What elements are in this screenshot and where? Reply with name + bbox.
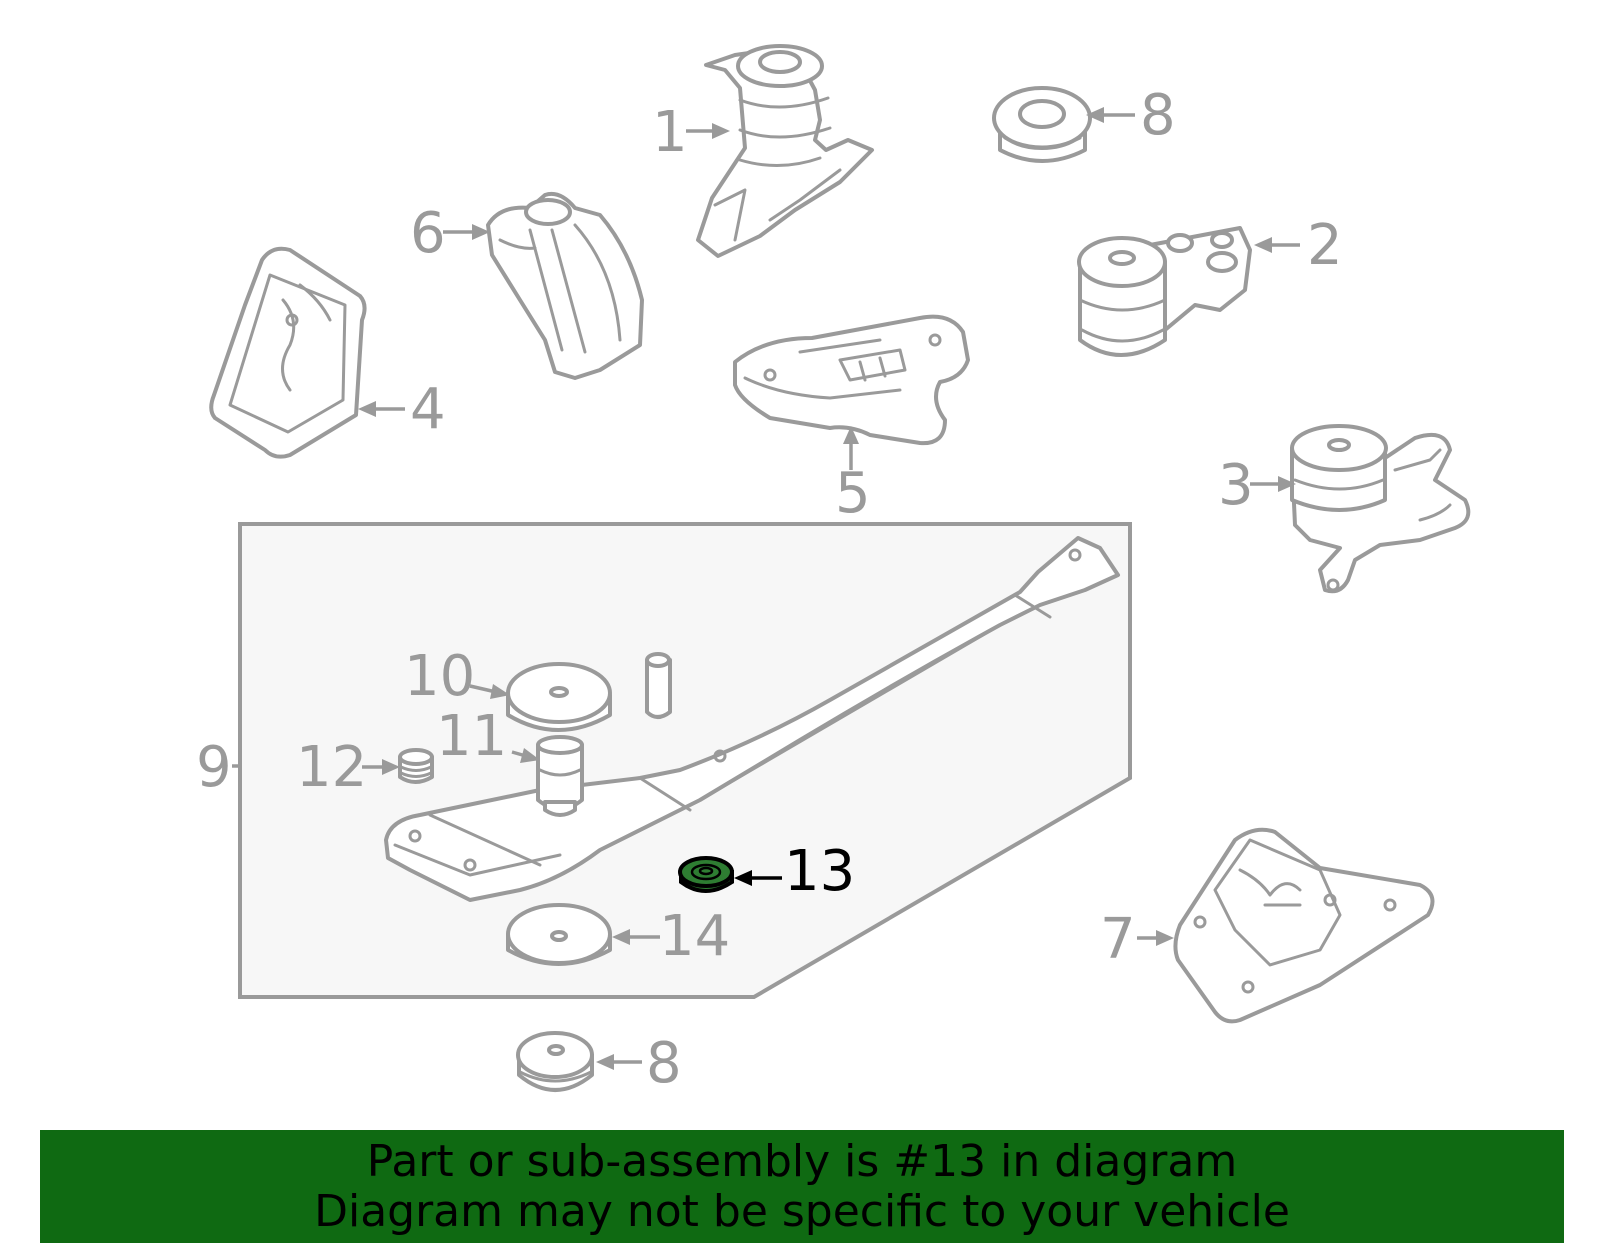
part-13-washer-highlighted[interactable] bbox=[678, 856, 734, 893]
callout-6: 6 bbox=[410, 201, 446, 266]
arrowhead-13 bbox=[734, 870, 752, 886]
callout-4: 4 bbox=[410, 377, 446, 442]
callout-13: 13 bbox=[784, 839, 855, 904]
callout-8-lower: 8 bbox=[646, 1031, 682, 1096]
callout-11: 11 bbox=[436, 704, 507, 769]
callout-5: 5 bbox=[835, 461, 871, 526]
part-3-engine-mount[interactable] bbox=[1290, 424, 1471, 594]
banner-line-part: Part or sub-assembly is #13 in diagram bbox=[366, 1135, 1238, 1187]
arrowhead-10 bbox=[490, 684, 510, 699]
part-11-bushing[interactable] bbox=[536, 735, 584, 817]
part-12-nut[interactable] bbox=[398, 748, 434, 784]
part-1-engine-mount[interactable] bbox=[696, 44, 874, 258]
callout-1: 1 bbox=[652, 100, 688, 165]
part-8-lower-bushing[interactable] bbox=[516, 1031, 594, 1092]
part-6-mount-bracket[interactable] bbox=[486, 191, 644, 380]
callout-8-upper: 8 bbox=[1140, 83, 1176, 148]
arrowhead-8a bbox=[1086, 107, 1104, 123]
arrowhead-12 bbox=[382, 759, 400, 775]
callout-9: 9 bbox=[196, 735, 232, 800]
part-7-shifter-housing[interactable] bbox=[1173, 827, 1435, 1024]
callout-3: 3 bbox=[1218, 453, 1254, 518]
arrowhead-7 bbox=[1156, 930, 1174, 946]
part-8-upper-bushing[interactable] bbox=[992, 86, 1092, 163]
part-14-pad[interactable] bbox=[506, 903, 612, 966]
arrowhead-5 bbox=[843, 426, 859, 444]
arrowhead-11 bbox=[520, 748, 540, 763]
arrowhead-2 bbox=[1254, 237, 1272, 253]
part-4-triangular-bracket[interactable] bbox=[209, 246, 367, 459]
arrowhead-4 bbox=[358, 401, 376, 417]
arrowhead-6 bbox=[472, 224, 490, 240]
arrowhead-14 bbox=[612, 929, 630, 945]
callout-14: 14 bbox=[659, 904, 730, 969]
callout-12: 12 bbox=[296, 735, 367, 800]
part-2-transmission-mount[interactable] bbox=[1077, 226, 1252, 357]
part-10-washer[interactable] bbox=[506, 662, 612, 732]
arrowhead-8b bbox=[596, 1054, 614, 1070]
callout-7: 7 bbox=[1100, 907, 1136, 972]
pin bbox=[645, 652, 672, 719]
info-banner: Part or sub-assembly is #13 in diagram D… bbox=[40, 1130, 1564, 1243]
arrowhead-1 bbox=[712, 123, 730, 139]
banner-line-disclaimer: Diagram may not be specific to your vehi… bbox=[314, 1185, 1290, 1237]
callout-10: 10 bbox=[404, 644, 475, 709]
callout-2: 2 bbox=[1307, 213, 1343, 278]
arrowhead-3 bbox=[1278, 476, 1296, 492]
part-5-mount-plate[interactable] bbox=[733, 314, 970, 446]
